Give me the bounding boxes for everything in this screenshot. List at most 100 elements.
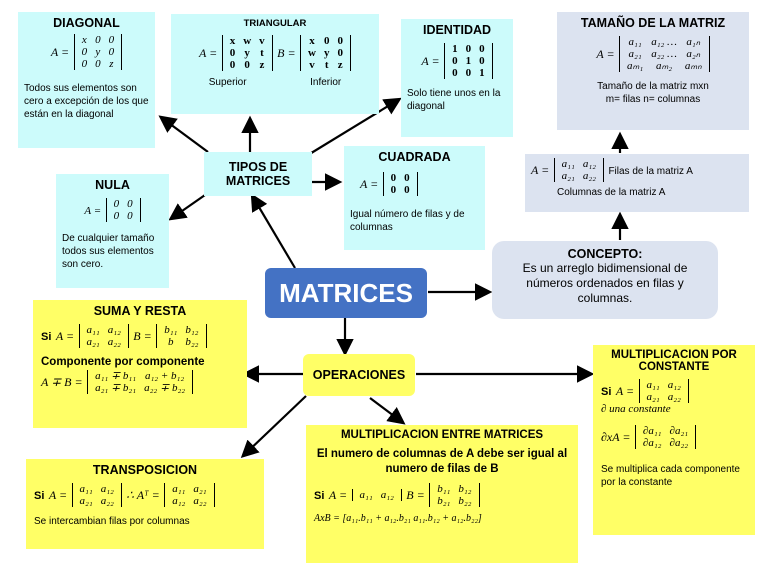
nula-desc: De cualquier tamaño todos sus elementos … xyxy=(62,233,155,270)
matrix-cell: b xyxy=(168,336,174,348)
diagonal-title: DIAGONAL xyxy=(53,16,120,30)
matrix-cell: a₂₂ ∓ b₂₂ xyxy=(144,382,186,394)
multmat-title: MULTIPLICACION ENTRE MATRICES xyxy=(340,429,544,441)
matrix-cell: a₁₁ ∓ b₁₁ xyxy=(95,370,137,382)
matrix-cell: 0 xyxy=(127,210,133,222)
matrix-cell: x xyxy=(81,34,87,46)
identidad-lhs: A = xyxy=(421,54,440,69)
matrix-cell: z xyxy=(109,58,114,70)
suma-si: Si xyxy=(41,331,52,344)
matrix-cell: 0 xyxy=(95,58,101,70)
multconst-title: MULTIPLICACION POR CONSTANTE xyxy=(611,349,737,373)
matrix-cell: ∂a₂₂ xyxy=(669,437,689,449)
matrix-cell: b₂₂ xyxy=(458,495,472,507)
suma-lhs-a: A = xyxy=(55,329,75,344)
filas-lhs: A = xyxy=(531,163,550,178)
matrix-cell: aₘ₁ xyxy=(627,60,644,72)
matrix-cell: b₁₁ xyxy=(437,483,451,495)
matrix-cell: aₘₙ xyxy=(684,60,702,72)
triangular-title: TRIANGULAR xyxy=(243,18,307,29)
matrix-cell: 0 xyxy=(479,43,485,55)
matrix-cell: 0 xyxy=(127,198,133,210)
matrix-cell: v xyxy=(309,59,315,71)
matrix-row: a₂₁ a₂₂ xyxy=(76,495,118,507)
nula-lhs: A = xyxy=(84,205,102,218)
matrix-cell: t xyxy=(260,47,264,59)
tipos-label: TIPOS DE MATRICES xyxy=(225,160,291,188)
matrix-cell: b₂₂ xyxy=(185,336,199,348)
diagonal-lhs: A = xyxy=(50,45,70,60)
matrix-cell: 0 xyxy=(113,198,120,210)
multconst-si: Si xyxy=(601,386,612,399)
matrix-cell: a₂₁ xyxy=(79,495,93,507)
matrix-row: a₂₁ a₂₂ xyxy=(558,170,600,182)
matrix-cell: a₂₂ xyxy=(582,170,596,182)
cuadrada-title: CUADRADA xyxy=(378,150,451,164)
arrow-to-multmat xyxy=(369,397,406,425)
matrix-cell: 0 xyxy=(337,35,343,47)
matrix-cell: 0 xyxy=(479,55,485,67)
matrix-row: ∂a₁₂∂a₂₂ xyxy=(639,437,692,449)
multmat-lhs-b: B = xyxy=(406,488,425,503)
arrow-to-diagonal xyxy=(158,115,209,153)
matrix-cell: aₘ₂ xyxy=(655,60,673,72)
transp-title: TRANSPOSICION xyxy=(92,463,198,477)
matrix-cell: a₂₂ xyxy=(667,391,681,403)
matrix-cell: a₁₂ xyxy=(100,483,114,495)
matrix-cell: a₂₂ xyxy=(193,495,207,507)
concepto-desc: Es un arreglo bidimensional de números o… xyxy=(522,261,688,305)
matrix-cell: y xyxy=(95,46,101,58)
matrix-cell: a₁₁ xyxy=(79,483,93,495)
tamano-lhs: A = xyxy=(596,47,615,62)
matrix-cell: a₁₂ xyxy=(107,324,121,336)
operaciones-label: OPERACIONES xyxy=(312,368,406,382)
arrow-to-nula xyxy=(168,194,206,221)
cuadrada-desc: Igual número de filas y de columnas xyxy=(350,209,465,233)
matrix-row: ∂a₁₁∂a₂₁ xyxy=(639,425,692,437)
matrix-cell: 0 xyxy=(95,34,101,46)
matrix-cell: b₁₁ xyxy=(164,324,178,336)
matrix-cell: a₁₂ xyxy=(380,489,394,501)
matrix-cell: a₂₁ xyxy=(561,170,575,182)
matrix-cell: 0 xyxy=(404,184,410,196)
matrix-cell: 1 xyxy=(479,67,485,79)
matrix-cell: 0 xyxy=(229,47,236,59)
multmat-rule: El numero de columnas de A debe ser igua… xyxy=(316,448,568,475)
matrix-cell: a₂₂ … xyxy=(651,48,677,60)
matrix-cell: 0 xyxy=(452,67,458,79)
matrix-cell: a₂₂ xyxy=(100,495,114,507)
matrix-cell: 0 xyxy=(390,184,397,196)
matrix-row: aₘ₁ aₘ₂ aₘₙ xyxy=(623,60,706,72)
main-node: MATRICES xyxy=(265,268,427,318)
suma-title: SUMA Y RESTA xyxy=(93,304,187,318)
multconst-lhs: A = xyxy=(615,384,635,399)
matrix-cell: 0 xyxy=(465,67,472,79)
matrix-cell: x xyxy=(309,35,315,47)
